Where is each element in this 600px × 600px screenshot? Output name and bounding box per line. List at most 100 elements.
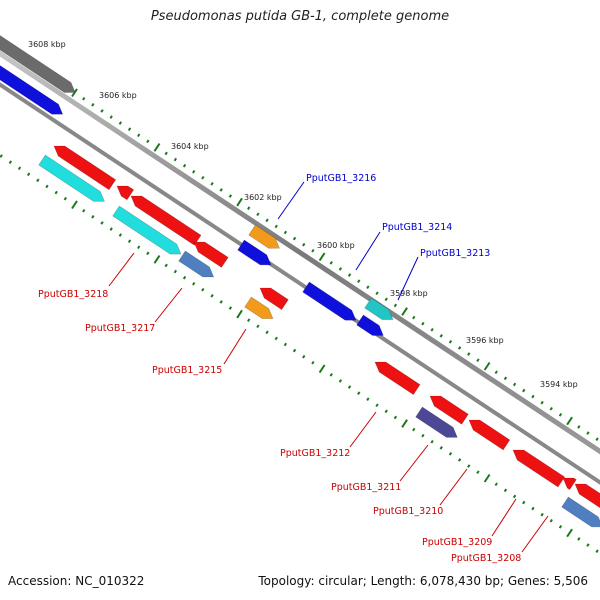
minor-tick xyxy=(457,458,462,462)
leader-line xyxy=(223,328,247,365)
minor-tick xyxy=(8,160,13,164)
minor-tick xyxy=(393,415,398,420)
gene-arrow-reverse[interactable] xyxy=(193,241,229,268)
scale-label: 3596 kbp xyxy=(466,336,504,345)
minor-tick xyxy=(494,482,498,487)
gene-features xyxy=(0,35,600,528)
gene-arrow-forward[interactable] xyxy=(0,65,64,115)
gene-label[interactable]: PputGB1_3211 xyxy=(331,482,401,493)
gene-arrow-orange[interactable] xyxy=(248,224,280,249)
minor-tick xyxy=(467,352,471,356)
minor-tick xyxy=(210,294,214,298)
minor-tick xyxy=(192,169,196,174)
minor-tick xyxy=(595,437,599,441)
gene-arrow-forward[interactable] xyxy=(237,239,272,266)
minor-tick xyxy=(457,346,462,350)
leader-line xyxy=(108,252,135,287)
minor-tick xyxy=(512,494,517,499)
minor-tick xyxy=(338,379,343,383)
gene-label[interactable]: PputGB1_3210 xyxy=(373,506,443,517)
scale-label: 3594 kbp xyxy=(540,380,578,389)
gene-label[interactable]: PputGB1_3212 xyxy=(280,448,350,459)
minor-tick xyxy=(540,512,544,517)
gene-arrow-indigo[interactable] xyxy=(415,406,458,438)
gene-arrow-reverse[interactable] xyxy=(574,483,600,511)
minor-tick xyxy=(0,154,3,158)
gene-label[interactable]: PputGB1_3216 xyxy=(306,173,376,184)
minor-tick xyxy=(421,433,425,438)
gene-arrow-reverse[interactable] xyxy=(259,287,289,311)
gene-arrow-reverse[interactable] xyxy=(468,419,511,451)
gene-label[interactable]: PputGB1_3214 xyxy=(382,222,452,233)
minor-tick xyxy=(577,425,581,429)
minor-tick xyxy=(393,303,398,308)
minor-tick xyxy=(219,188,223,192)
gene-arrow-reverse[interactable] xyxy=(512,449,566,488)
major-tick xyxy=(236,309,243,319)
gene-arrow-steelblue[interactable] xyxy=(561,496,600,528)
gene-arrow-reverse[interactable] xyxy=(130,195,202,246)
gene-arrow-cyan[interactable] xyxy=(364,297,394,320)
minor-tick xyxy=(100,109,104,113)
minor-tick xyxy=(531,394,535,399)
gene-label[interactable]: PputGB1_3217 xyxy=(85,323,155,334)
minor-tick xyxy=(228,306,233,310)
scale-label: 3598 kbp xyxy=(390,289,428,298)
minor-tick xyxy=(137,133,141,138)
gene-arrow-cyan[interactable] xyxy=(112,205,182,255)
minor-tick xyxy=(384,297,388,302)
minor-tick xyxy=(384,409,388,414)
gene-arrow-reverse[interactable] xyxy=(374,361,421,396)
minor-tick xyxy=(146,139,150,144)
minor-tick xyxy=(366,285,370,289)
gene-arrow-cyan[interactable] xyxy=(38,154,105,202)
leader-line xyxy=(154,287,183,323)
minor-tick xyxy=(91,103,95,107)
scale-labels: 3608 kbp 3606 kbp 3604 kbp 3602 kbp 3600… xyxy=(28,40,578,389)
gene-arrow-reverse[interactable] xyxy=(562,477,577,491)
minor-tick xyxy=(467,464,471,468)
minor-tick xyxy=(26,172,31,177)
leader-line xyxy=(399,444,429,482)
minor-tick xyxy=(182,275,187,280)
gene-label[interactable]: PputGB1_3215 xyxy=(152,365,222,376)
minor-tick xyxy=(292,348,297,353)
gene-arrow-steelblue[interactable] xyxy=(178,250,215,278)
minor-tick xyxy=(549,518,553,523)
minor-tick xyxy=(146,251,150,256)
minor-tick xyxy=(82,208,86,213)
leader-line xyxy=(521,515,549,553)
minor-tick xyxy=(201,287,205,292)
minor-tick xyxy=(412,315,416,320)
gene-arrow-forward[interactable] xyxy=(302,281,357,321)
gene-arrow-reverse[interactable] xyxy=(116,185,135,201)
major-tick xyxy=(318,252,326,262)
scale-label: 3600 kbp xyxy=(317,241,355,250)
minor-tick xyxy=(448,340,453,344)
minor-tick xyxy=(63,196,68,201)
gene-label[interactable]: PputGB1_3208 xyxy=(451,553,521,564)
gene-label[interactable]: PputGB1_3213 xyxy=(420,248,490,259)
minor-tick xyxy=(173,269,178,274)
gene-arrow-gray[interactable] xyxy=(0,35,76,93)
gene-label[interactable]: PputGB1_3218 xyxy=(38,289,108,300)
gene-arrow-forward[interactable] xyxy=(356,314,384,336)
minor-tick xyxy=(274,224,278,229)
minor-tick xyxy=(540,400,544,405)
major-tick xyxy=(566,416,573,426)
gene-arrow-reverse[interactable] xyxy=(429,395,469,425)
minor-tick xyxy=(347,385,352,389)
gene-arrow-reverse[interactable] xyxy=(53,145,117,191)
minor-tick xyxy=(256,212,260,217)
minor-tick xyxy=(17,166,22,171)
minor-tick xyxy=(375,403,379,408)
minor-tick xyxy=(476,358,480,362)
minor-tick xyxy=(247,318,251,322)
gene-label[interactable]: PputGB1_3209 xyxy=(422,537,492,548)
gene-arrow-orange[interactable] xyxy=(244,296,274,319)
major-tick xyxy=(153,143,161,152)
minor-tick xyxy=(329,373,333,377)
minor-tick xyxy=(127,127,132,131)
minor-tick xyxy=(311,248,315,253)
